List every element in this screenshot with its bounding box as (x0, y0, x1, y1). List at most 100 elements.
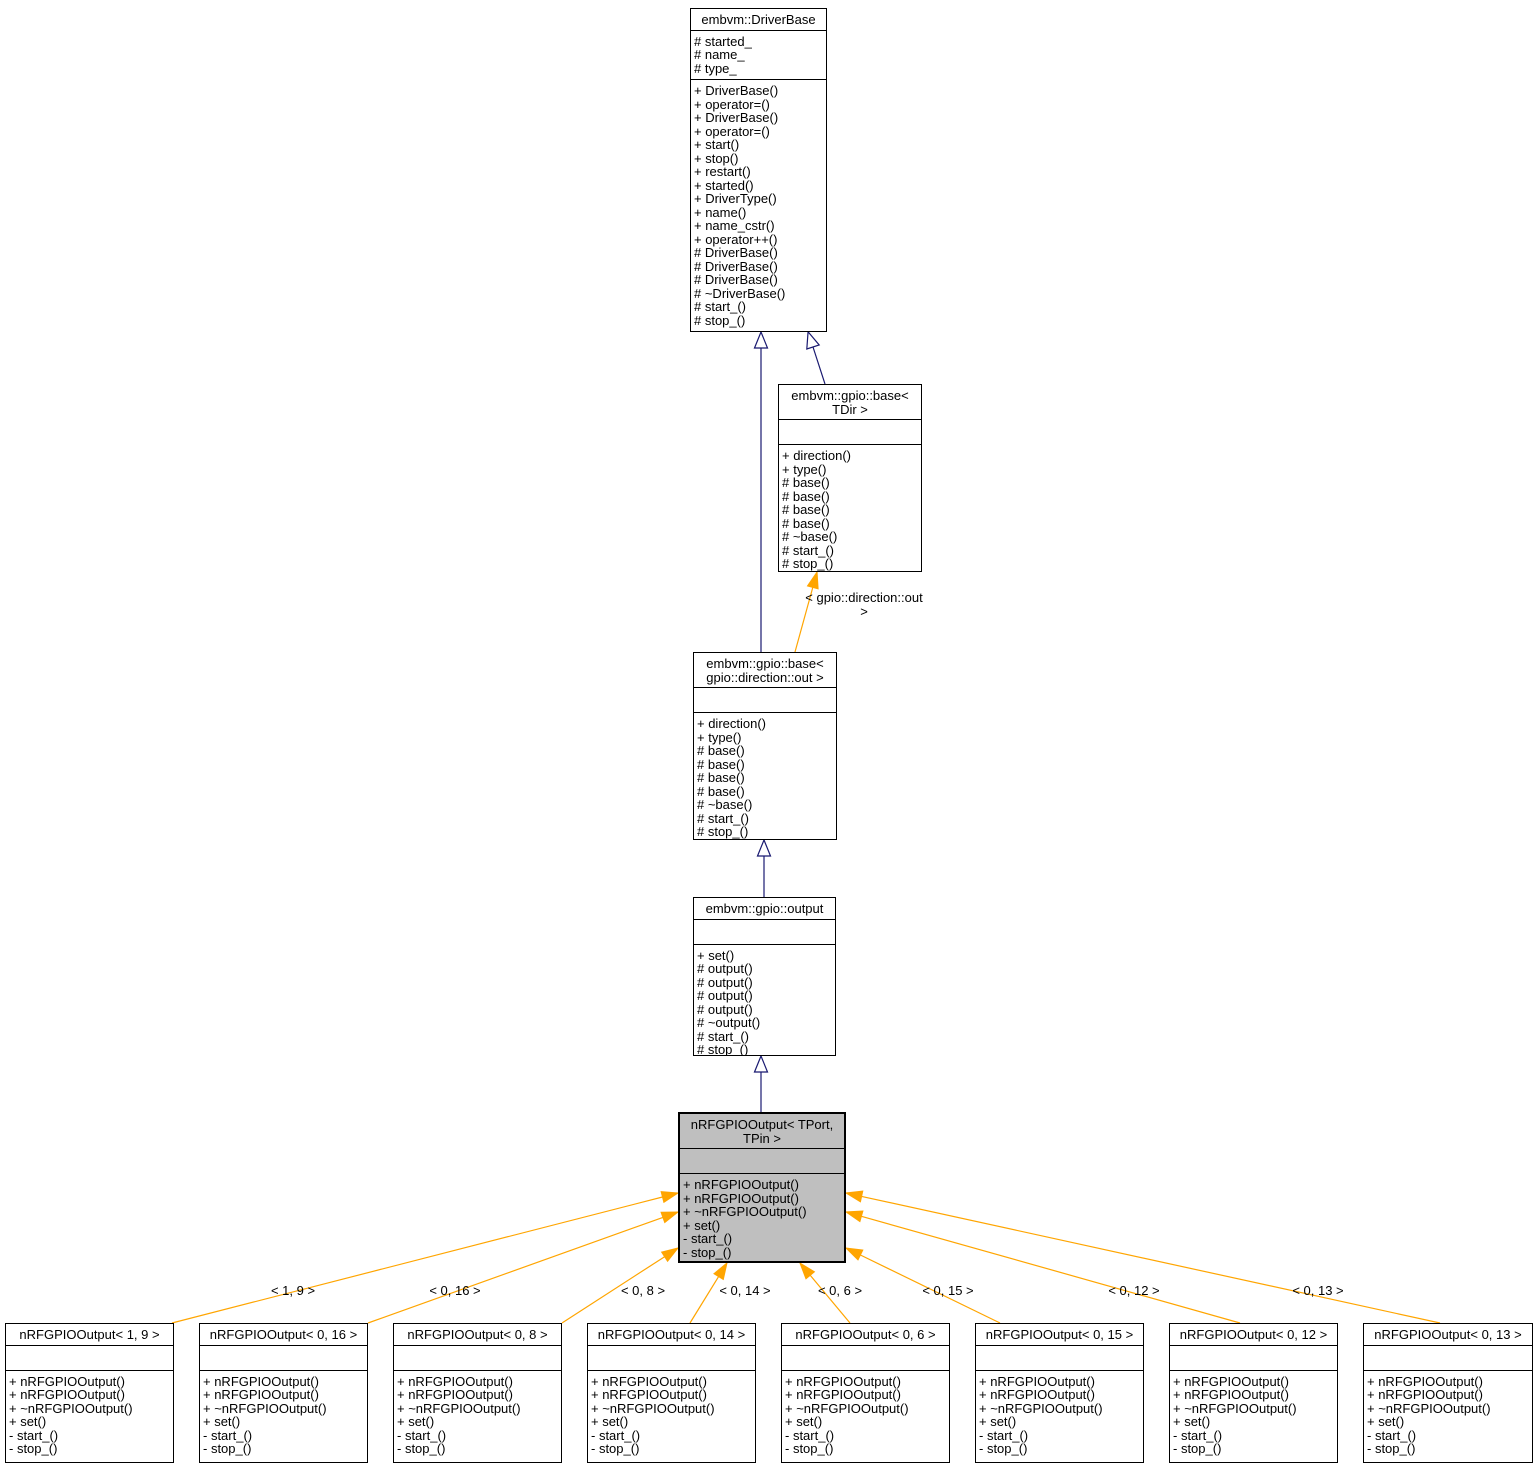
class-nrfgpiooutput-0-14[interactable]: nRFGPIOOutput< 0, 14 > + nRFGPIOOutput()… (587, 1323, 756, 1463)
class-nrfgpiooutput-0-12[interactable]: nRFGPIOOutput< 0, 12 > + nRFGPIOOutput()… (1169, 1323, 1338, 1463)
class-title: nRFGPIOOutput< TPort, TPin > (680, 1114, 844, 1149)
member-line: - stop_() (979, 1441, 1028, 1456)
class-title: embvm::DriverBase (691, 9, 826, 31)
member-line: + ~nRFGPIOOutput() (203, 1400, 327, 1416)
member-line: + set() (591, 1414, 629, 1429)
member-line: # base() (697, 743, 745, 758)
member-line: # base() (782, 515, 830, 531)
member-line: + type() (697, 729, 742, 745)
class-title: nRFGPIOOutput< 1, 9 > (6, 1324, 173, 1346)
edge-instance-0-16 (367, 1211, 680, 1324)
class-methods: + nRFGPIOOutput()+ nRFGPIOOutput()+ ~nRF… (1364, 1371, 1532, 1463)
member-line: # ~base() (782, 529, 838, 544)
member-line: # base() (697, 770, 745, 785)
class-nrfgpiooutput-0-8[interactable]: nRFGPIOOutput< 0, 8 > + nRFGPIOOutput()+… (393, 1323, 562, 1463)
member-line: + set() (397, 1414, 435, 1429)
class-attributes: # started_# name_# type_ (691, 31, 826, 80)
class-nrfgpiooutput-template[interactable]: nRFGPIOOutput< TPort, TPin > + nRFGPIOOu… (678, 1112, 846, 1263)
edge-instance-0-15 (844, 1247, 1001, 1324)
class-embvm-gpio-base-direction-out[interactable]: embvm::gpio::base< gpio::direction::out … (693, 652, 837, 840)
member-line: + nRFGPIOOutput() (397, 1373, 513, 1389)
member-line: # start_() (694, 299, 747, 314)
class-title: nRFGPIOOutput< 0, 14 > (588, 1324, 755, 1346)
class-methods: + nRFGPIOOutput()+ nRFGPIOOutput()+ ~nRF… (200, 1371, 367, 1463)
member-line: - start_() (591, 1427, 641, 1443)
member-line: + nRFGPIOOutput() (1173, 1373, 1289, 1389)
member-line: + restart() (694, 164, 751, 179)
member-line: - stop_() (1367, 1441, 1416, 1456)
member-line: # ~base() (697, 797, 753, 812)
member-line: + nRFGPIOOutput() (683, 1177, 799, 1192)
member-line: # base() (782, 488, 830, 504)
class-title: nRFGPIOOutput< 0, 16 > (200, 1324, 367, 1346)
edge-label-0-14: < 0, 14 > (719, 1283, 771, 1298)
member-line: - stop_() (683, 1244, 732, 1260)
member-line: # base() (697, 756, 745, 772)
edge-instance-0-8 (561, 1247, 680, 1324)
member-line: + nRFGPIOOutput() (1367, 1387, 1483, 1402)
member-line: - stop_() (591, 1441, 640, 1456)
member-line: # start_() (697, 1028, 750, 1044)
class-methods: + direction()+ type()# base()# base()# b… (694, 713, 836, 839)
member-line: + nRFGPIOOutput() (9, 1373, 125, 1389)
member-line: + set() (979, 1414, 1017, 1429)
member-line: # stop_() (697, 1042, 749, 1056)
member-line: - start_() (9, 1427, 59, 1443)
member-line: + set() (1367, 1414, 1405, 1429)
member-line: # started_ (694, 33, 752, 49)
member-line: + ~nRFGPIOOutput() (683, 1204, 807, 1219)
member-line: + nRFGPIOOutput() (591, 1387, 707, 1402)
member-line: + nRFGPIOOutput() (397, 1387, 513, 1402)
class-nrfgpiooutput-0-15[interactable]: nRFGPIOOutput< 0, 15 > + nRFGPIOOutput()… (975, 1323, 1144, 1463)
member-line: + nRFGPIOOutput() (979, 1373, 1095, 1389)
class-methods: + nRFGPIOOutput()+ nRFGPIOOutput()+ ~nRF… (976, 1371, 1143, 1463)
class-embvm-driverbase[interactable]: embvm::DriverBase # started_# name_# typ… (690, 8, 827, 332)
class-nrfgpiooutput-1-9[interactable]: nRFGPIOOutput< 1, 9 > + nRFGPIOOutput()+… (5, 1323, 174, 1463)
member-line: # ~output() (697, 1015, 761, 1030)
class-attributes (394, 1346, 561, 1371)
member-line: # stop_() (782, 556, 834, 571)
edge-label-0-8: < 0, 8 > (620, 1283, 666, 1298)
member-line: + ~nRFGPIOOutput() (1367, 1400, 1491, 1416)
member-line: + set() (1173, 1414, 1211, 1429)
member-line: - stop_() (9, 1441, 58, 1456)
member-line: # stop_() (694, 312, 746, 328)
member-line: + operator=() (694, 96, 770, 112)
member-line: + direction() (782, 448, 851, 463)
member-line: + ~nRFGPIOOutput() (1173, 1400, 1297, 1416)
edge-label-0-15: < 0, 15 > (922, 1283, 974, 1298)
member-line: + ~nRFGPIOOutput() (785, 1400, 909, 1416)
member-line: + set() (203, 1414, 241, 1429)
edge-instance-0-13 (844, 1190, 1441, 1324)
class-methods: + nRFGPIOOutput()+ nRFGPIOOutput()+ ~nRF… (6, 1371, 173, 1463)
member-line: + set() (9, 1414, 47, 1429)
class-embvm-gpio-base-tdir[interactable]: embvm::gpio::base< TDir > + direction()+… (778, 384, 922, 572)
member-line: + DriverBase() (694, 83, 779, 98)
member-line: + DriverType() (694, 191, 777, 206)
class-attributes (779, 420, 921, 445)
edge-instance-0-6 (798, 1261, 851, 1324)
member-line: + set() (683, 1217, 721, 1233)
class-nrfgpiooutput-0-16[interactable]: nRFGPIOOutput< 0, 16 > + nRFGPIOOutput()… (199, 1323, 368, 1463)
class-title: nRFGPIOOutput< 0, 8 > (394, 1324, 561, 1346)
class-attributes (6, 1346, 173, 1371)
member-line: + nRFGPIOOutput() (1367, 1373, 1483, 1389)
edge-label-gpio-direction-out: < gpio::direction::out > (805, 590, 923, 619)
member-line: # stop_() (697, 824, 749, 839)
class-attributes (694, 920, 835, 945)
member-line: + DriverBase() (694, 110, 779, 125)
edge-label-0-16: < 0, 16 > (429, 1283, 481, 1298)
member-line: # base() (782, 475, 830, 490)
member-line: + type() (782, 461, 827, 477)
member-line: # output() (697, 1001, 753, 1017)
member-line: + name() (694, 204, 747, 220)
member-line: # DriverBase() (694, 272, 778, 287)
member-line: + name_cstr() (694, 218, 775, 233)
class-embvm-gpio-output[interactable]: embvm::gpio::output + set()# output()# o… (693, 897, 836, 1056)
class-nrfgpiooutput-0-6[interactable]: nRFGPIOOutput< 0, 6 > + nRFGPIOOutput()+… (781, 1323, 950, 1463)
class-nrfgpiooutput-0-13[interactable]: nRFGPIOOutput< 0, 13 > + nRFGPIOOutput()… (1363, 1323, 1533, 1463)
member-line: # output() (697, 988, 753, 1003)
member-line: - stop_() (397, 1441, 446, 1456)
member-line: # DriverBase() (694, 245, 778, 260)
